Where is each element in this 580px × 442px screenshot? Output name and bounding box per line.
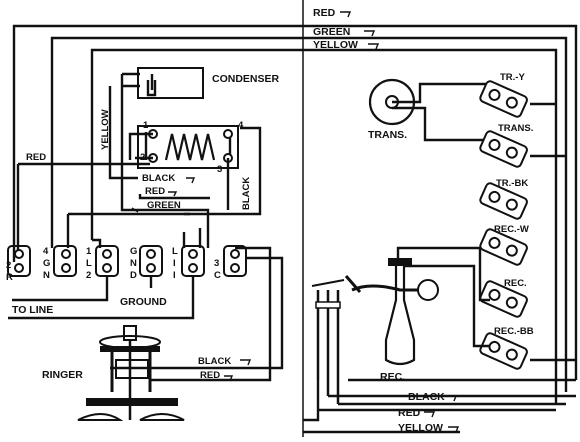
ringer-black-label: BLACK bbox=[198, 356, 231, 367]
terminal-rec-w-label: REC.-W bbox=[494, 224, 529, 235]
red-mid-label: RED bbox=[145, 186, 165, 197]
terminal-4GN-middle: G bbox=[43, 258, 50, 269]
terminal-LII: L I I bbox=[172, 245, 205, 281]
cable-top-red: RED bbox=[313, 7, 336, 19]
to-line-label: TO LINE bbox=[12, 304, 53, 316]
right-panel: RED GREEN YELLOW TRANS. TR.-Y bbox=[303, 7, 578, 434]
black-vertical-label: BLACK bbox=[241, 177, 252, 210]
red-left-label: RED bbox=[26, 152, 46, 163]
cable-bottom-black: BLACK bbox=[408, 391, 445, 403]
terminal-GND-bottom: D bbox=[130, 270, 137, 281]
terminal-LII-top: L bbox=[172, 246, 178, 257]
terminal-GND-middle: N bbox=[130, 258, 137, 269]
terminal-tr-y-label: TR.-Y bbox=[500, 72, 525, 83]
coil-terminal-3: 3 bbox=[217, 164, 222, 175]
ground-label: GROUND bbox=[120, 296, 167, 308]
terminal-rec-bb bbox=[479, 332, 528, 370]
terminal-3C-top: 3 bbox=[214, 258, 219, 269]
terminal-1L2-middle: L bbox=[86, 258, 92, 269]
terminal-rec-bb-label: REC.-BB bbox=[494, 326, 534, 337]
cable-bottom-red: RED bbox=[398, 407, 421, 419]
terminal-2R-bottom: R bbox=[6, 272, 13, 283]
ringer-label: RINGER bbox=[42, 369, 83, 381]
receiver-label: REC. bbox=[380, 371, 405, 383]
hook-contacts bbox=[311, 279, 345, 404]
terminal-trans-label: TRANS. bbox=[498, 123, 533, 134]
ringer: RINGER BLACK RED bbox=[42, 325, 252, 421]
cable-top-green: GREEN bbox=[313, 26, 350, 38]
ringer-red-label: RED bbox=[200, 370, 220, 381]
terminal-LII-middle: I bbox=[173, 258, 176, 269]
transmitter-label: TRANS. bbox=[368, 129, 407, 141]
terminal-4GN-top: 4 bbox=[43, 246, 49, 257]
terminal-rec-label: REC. bbox=[504, 278, 527, 289]
terminal-tr-y bbox=[479, 80, 528, 118]
green-mid-label: GREEN bbox=[147, 200, 181, 211]
terminal-tr-bk bbox=[479, 182, 528, 220]
terminal-4GN: 4 G N bbox=[43, 245, 77, 281]
coil-terminal-4: 4 bbox=[238, 120, 244, 131]
terminal-2R: 2 R bbox=[6, 245, 31, 283]
terminal-rec-w bbox=[479, 228, 528, 266]
cable-top-yellow: YELLOW bbox=[313, 39, 358, 51]
yellow-vertical-label: YELLOW bbox=[100, 109, 111, 150]
terminal-GND-top: G bbox=[130, 246, 137, 257]
cable-bottom-yellow: YELLOW bbox=[398, 422, 443, 434]
terminal-rec bbox=[479, 280, 528, 318]
handset-terminals: TR.-Y TRANS. TR.-BK REC.-W bbox=[479, 72, 534, 370]
condenser: CONDENSER bbox=[122, 67, 280, 99]
terminal-1L2-top: 1 bbox=[86, 246, 92, 257]
terminal-tr-bk-label: TR.-BK bbox=[496, 178, 528, 189]
transmitter: TRANS. bbox=[368, 78, 490, 142]
terminal-4GN-bottom: N bbox=[43, 270, 50, 281]
terminal-3C-bottom: C bbox=[214, 270, 221, 281]
terminal-1L2-bottom: 2 bbox=[86, 270, 91, 281]
receiver-hook: REC. bbox=[344, 258, 439, 383]
black-upper-label: BLACK bbox=[142, 173, 175, 184]
left-panel: CONDENSER YELLOW 1 2 3 4 BLACK bbox=[6, 24, 303, 421]
terminal-1L2: 1 L 2 bbox=[86, 245, 119, 281]
induction-coil: 1 2 3 4 bbox=[137, 120, 244, 175]
terminal-2R-top: 2 bbox=[6, 260, 11, 271]
terminal-trans bbox=[479, 130, 528, 168]
terminal-3C: 3 C bbox=[214, 245, 247, 281]
condenser-label: CONDENSER bbox=[212, 73, 280, 85]
terminal-GND: G N D bbox=[130, 245, 163, 281]
coil-terminal-1: 1 bbox=[143, 120, 149, 131]
terminal-strip: 2 R 4 G N 1 L 2 bbox=[6, 245, 247, 283]
terminal-LII-bottom: I bbox=[173, 270, 176, 281]
